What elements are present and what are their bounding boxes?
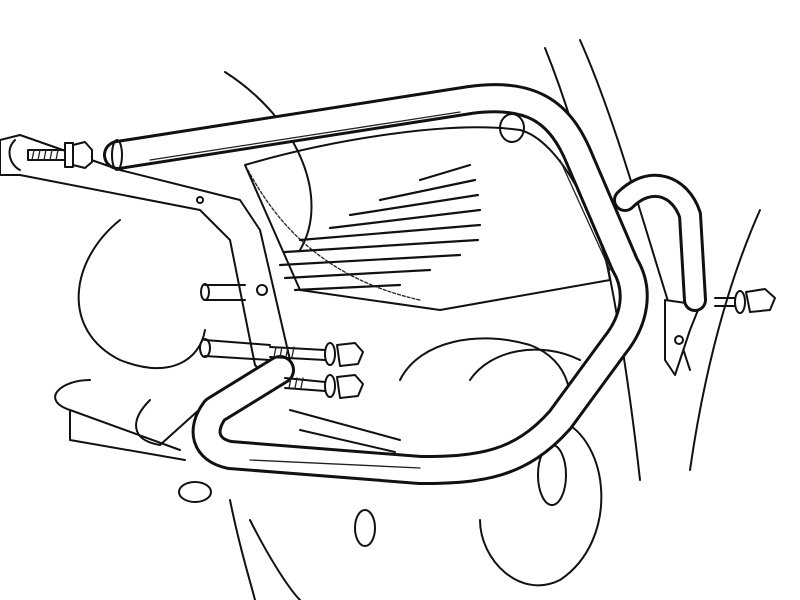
radiator-fins <box>278 163 482 292</box>
bolt-top-left <box>27 141 93 169</box>
bolt-middle-upper <box>269 342 364 367</box>
bolt-middle-lower <box>284 374 364 399</box>
motorcycle-frame-lines <box>54 39 761 600</box>
radiator <box>244 126 611 311</box>
side-hoop <box>613 173 707 312</box>
standoff-rods <box>199 283 271 361</box>
crash-bar <box>103 83 649 485</box>
bolt-right <box>714 288 776 314</box>
